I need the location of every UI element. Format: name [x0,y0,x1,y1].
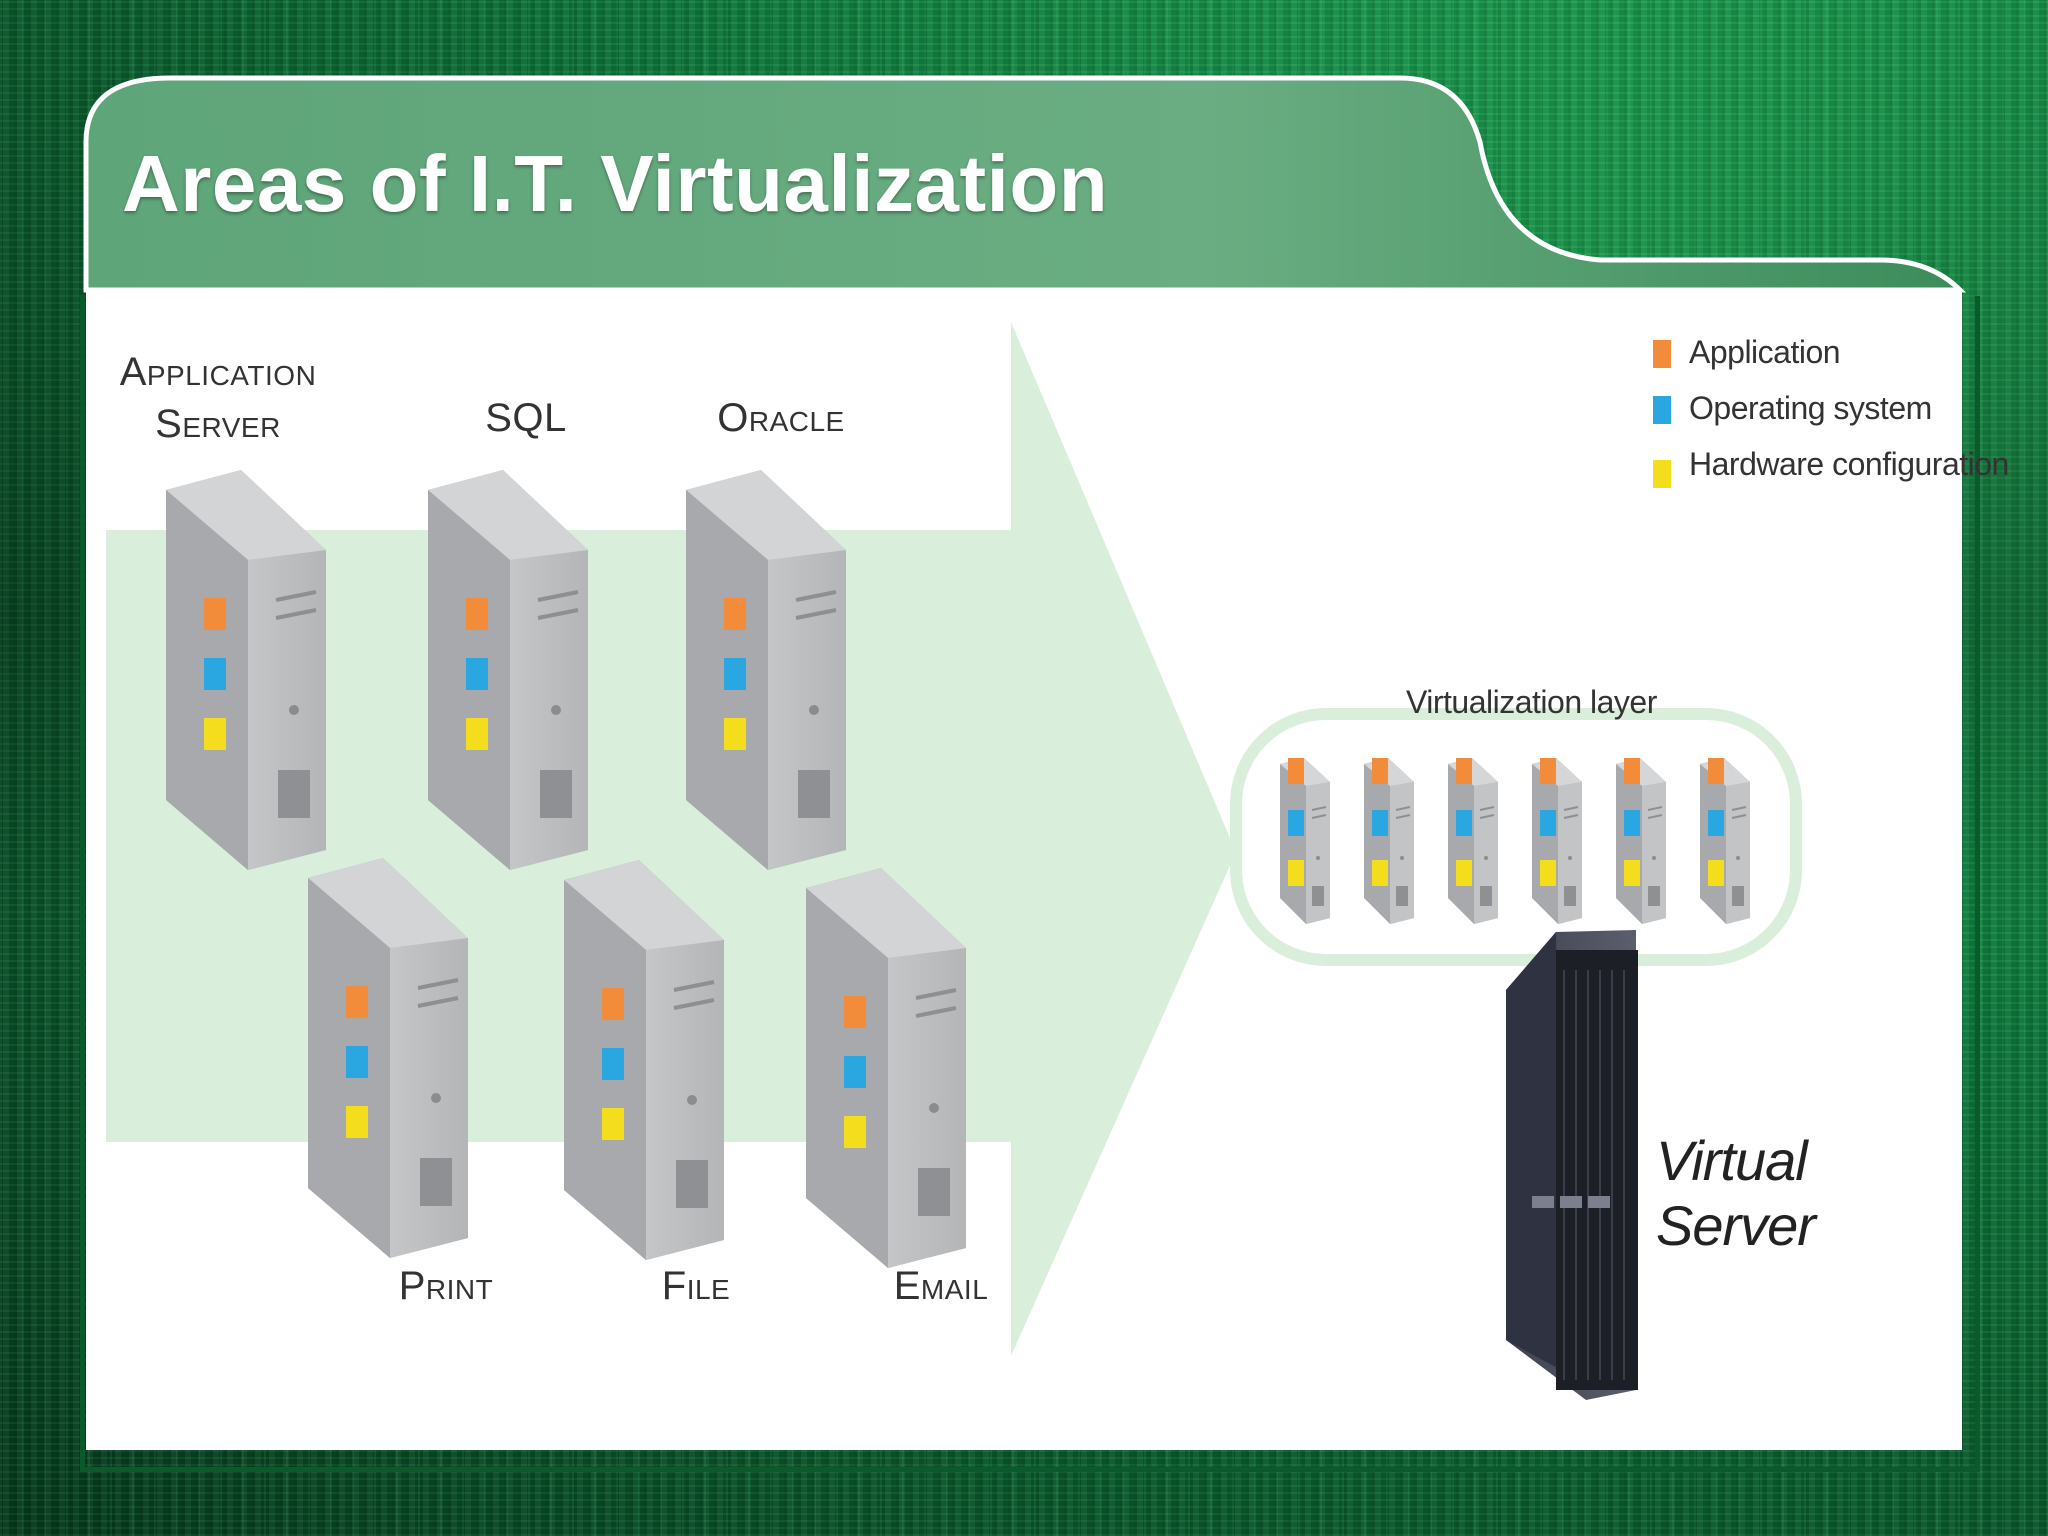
server-oracle [684,468,848,872]
legend-label-application: Application [1689,334,1841,370]
label-oracle: Oracle [717,396,845,440]
legend-item-os: Operating system [1653,390,1953,430]
vm-3 [1447,757,1499,925]
vm-4 [1531,757,1583,925]
legend-swatch-hardware [1653,460,1671,488]
title-frame [80,75,1980,1472]
server-application [164,468,328,872]
content-panel: Application Server SQL Oracle Print File… [86,290,2009,1450]
virtualization-diagram [106,322,1802,1400]
vm-1 [1279,757,1331,925]
label-print: Print [398,1264,494,1308]
slide-title: Areas of I.T. Virtualization [122,139,1109,228]
legend: Application Operating system Hardware co… [1653,334,2009,494]
label-application-server: Application Server [119,350,317,446]
server-file [562,858,726,1262]
virtual-server-label: Virtual Server [1656,1129,1816,1257]
legend-label-os: Operating system [1689,390,1932,426]
host-server [1506,930,1638,1400]
vm-6 [1699,757,1751,925]
label-email: Email [893,1264,989,1308]
server-sql [426,468,590,872]
legend-item-hardware: Hardware configuration [1653,446,2009,488]
legend-swatch-os [1653,396,1671,424]
virtualization-layer-label: Virtualization layer [1406,684,1657,720]
label-file: File [661,1264,731,1308]
vm-2 [1363,757,1415,925]
legend-swatch-application [1653,340,1671,368]
legend-label-hardware: Hardware configuration [1689,446,2009,482]
server-print [306,856,470,1260]
virtualization-layer-outline [1230,708,1802,966]
label-sql: SQL [485,396,567,440]
legend-item-application: Application [1653,334,1953,374]
vm-5 [1615,757,1667,925]
server-email [804,866,968,1270]
